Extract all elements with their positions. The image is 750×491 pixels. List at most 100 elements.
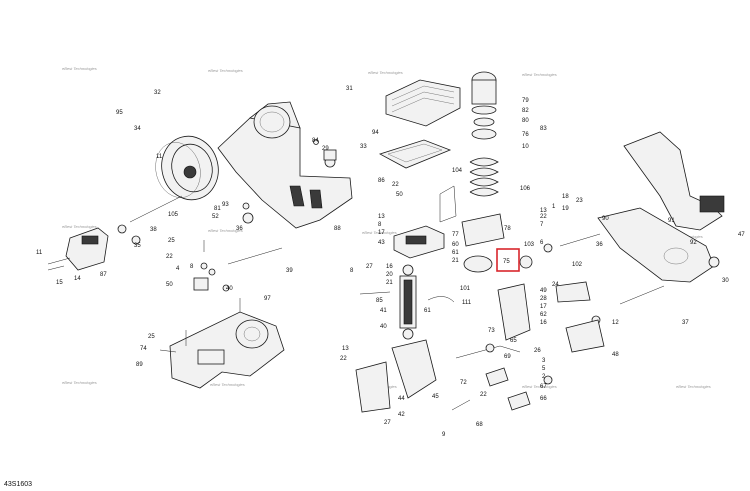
callout: 94 bbox=[372, 130, 379, 136]
callout: 22 bbox=[480, 392, 487, 398]
callout: 97 bbox=[264, 296, 271, 302]
gasket-33 bbox=[378, 139, 452, 169]
rod-9 bbox=[451, 399, 471, 411]
bracket-87 bbox=[47, 227, 109, 271]
bracket-49 bbox=[555, 281, 591, 303]
spring-106 bbox=[469, 157, 499, 197]
watermark: eBest Technologies bbox=[208, 68, 243, 73]
bracket-body bbox=[65, 227, 109, 271]
callout: 27 bbox=[366, 264, 373, 270]
callout: 103 bbox=[524, 242, 535, 248]
callout: 65 bbox=[510, 338, 517, 344]
callout: 30 bbox=[722, 278, 729, 284]
watermark: eBest Technologies bbox=[208, 228, 243, 233]
callout: 37 bbox=[682, 320, 689, 326]
swingarm-slot-1 bbox=[289, 185, 305, 207]
callout: 50 bbox=[166, 282, 173, 288]
callout: 111 bbox=[462, 300, 472, 306]
callout: 38 bbox=[150, 227, 157, 233]
part-75[interactable] bbox=[496, 248, 533, 272]
watermark: eBest Technologies bbox=[62, 380, 97, 385]
washer-52 bbox=[242, 202, 250, 210]
pivot-inner bbox=[259, 111, 285, 133]
shock-spring-stack bbox=[461, 71, 505, 273]
callout: 24 bbox=[552, 282, 559, 288]
callout: 69 bbox=[504, 354, 511, 360]
shaft-37 bbox=[619, 285, 665, 305]
callout: 50 bbox=[396, 192, 403, 198]
callout: 34 bbox=[134, 126, 141, 132]
bracket-44 bbox=[391, 339, 437, 399]
washer-80 bbox=[473, 117, 495, 127]
callout: 86 bbox=[378, 178, 385, 184]
link-104 bbox=[439, 185, 457, 223]
callout: 39 bbox=[286, 268, 293, 274]
callout: 8 bbox=[378, 222, 382, 228]
callout: 47 bbox=[738, 232, 745, 238]
bolt-11 bbox=[47, 257, 71, 265]
callout: 28 bbox=[540, 296, 547, 302]
callout: 102 bbox=[572, 262, 583, 268]
callout: 95 bbox=[116, 110, 123, 116]
callout: 92 bbox=[690, 240, 697, 246]
bumper-base bbox=[463, 255, 493, 273]
callout: 8 bbox=[190, 264, 194, 270]
bushing-35 bbox=[117, 224, 127, 234]
callout: 29 bbox=[322, 146, 329, 152]
callout: 22 bbox=[166, 254, 173, 260]
callout: 26 bbox=[534, 348, 541, 354]
washer-40 bbox=[222, 284, 230, 292]
washer-93 bbox=[242, 212, 254, 224]
lower-frame bbox=[597, 207, 715, 283]
callout: 17 bbox=[540, 304, 547, 310]
callout: 1 bbox=[552, 204, 556, 210]
callout: 25 bbox=[148, 334, 155, 340]
callout: 2 bbox=[542, 374, 546, 380]
callout: 14 bbox=[74, 276, 81, 282]
mount-plate-43 bbox=[393, 185, 457, 259]
shock-absorber-41 bbox=[359, 264, 417, 340]
lever-72 bbox=[485, 367, 509, 387]
mount-body bbox=[169, 311, 285, 389]
rear-mount-89 bbox=[159, 311, 285, 389]
callout: 21 bbox=[452, 258, 459, 264]
chaincase-hub bbox=[183, 165, 197, 179]
mount-foot bbox=[197, 349, 225, 365]
callout: 4 bbox=[176, 266, 180, 272]
callout: 93 bbox=[222, 202, 229, 208]
washer-8 bbox=[208, 268, 216, 276]
callout: 6 bbox=[540, 240, 544, 246]
callout: 32 bbox=[154, 90, 161, 96]
plate-slot bbox=[405, 235, 427, 245]
callout: 40 bbox=[380, 324, 387, 330]
callout: 16 bbox=[540, 320, 547, 326]
callout: 73 bbox=[488, 328, 495, 334]
bushing-30 bbox=[708, 256, 720, 268]
callout: 85 bbox=[376, 298, 383, 304]
watermark: eBest Technologies bbox=[522, 384, 557, 389]
callout: 9 bbox=[442, 432, 446, 438]
callout: 11 bbox=[156, 154, 163, 160]
document-code: 43S1603 bbox=[4, 481, 32, 488]
callout: 77 bbox=[452, 232, 459, 238]
callout: 35 bbox=[134, 243, 141, 249]
callout: 18 bbox=[562, 194, 569, 200]
bracket-block bbox=[81, 235, 99, 245]
shock-eye-bottom bbox=[402, 328, 414, 340]
watermark: eBest Technologies bbox=[362, 230, 397, 235]
callout: 23 bbox=[576, 198, 583, 204]
callout: 61 bbox=[424, 308, 431, 314]
air-filter-body bbox=[385, 79, 461, 127]
callout: 106 bbox=[520, 186, 531, 192]
washer-82 bbox=[471, 105, 497, 115]
callout: 91 bbox=[668, 218, 675, 224]
callout: 104 bbox=[452, 168, 463, 174]
collar-76 bbox=[471, 128, 497, 140]
gasket-body bbox=[378, 139, 452, 169]
lever-68 bbox=[507, 391, 531, 411]
callout-labels: 95 34 32 11 105 38 35 11 15 14 87 25 22 … bbox=[36, 86, 745, 438]
frame-cap bbox=[699, 195, 725, 213]
link-rod bbox=[455, 345, 521, 359]
callout: 11 bbox=[36, 250, 43, 256]
